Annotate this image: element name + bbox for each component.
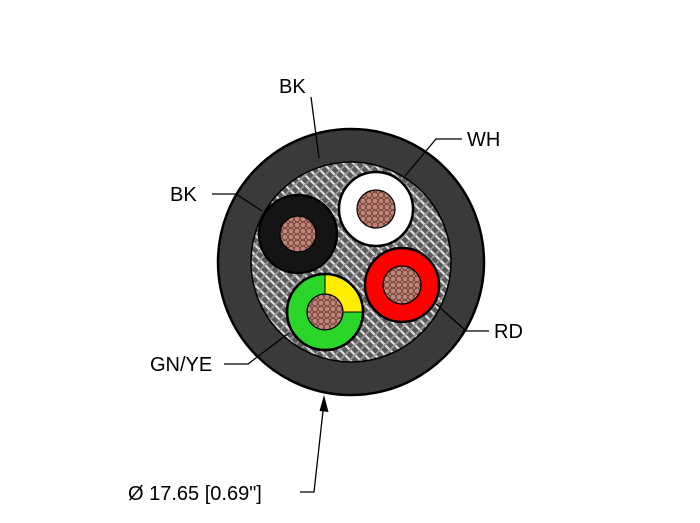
label-rd: RD xyxy=(494,321,523,343)
label-bk: BK xyxy=(170,184,197,206)
leader-line-red xyxy=(435,303,489,332)
leader-line-jacket xyxy=(310,96,320,159)
leader-line-green-yellow xyxy=(224,332,290,365)
dimension-leader-line xyxy=(300,401,325,493)
dimension-arrowhead xyxy=(319,395,329,412)
leader-line-black xyxy=(212,193,263,212)
white-core xyxy=(337,170,415,248)
black-core xyxy=(257,193,339,275)
leader-line-white xyxy=(404,138,462,177)
red-core xyxy=(363,246,441,324)
label-diameter: Ø 17.65 [0.69"] xyxy=(128,483,262,505)
label-wh: WH xyxy=(467,129,500,151)
label-jacket-bk: BK xyxy=(279,76,306,98)
green-yellow-core xyxy=(285,272,365,352)
label-gn-ye: GN/YE xyxy=(150,354,212,376)
